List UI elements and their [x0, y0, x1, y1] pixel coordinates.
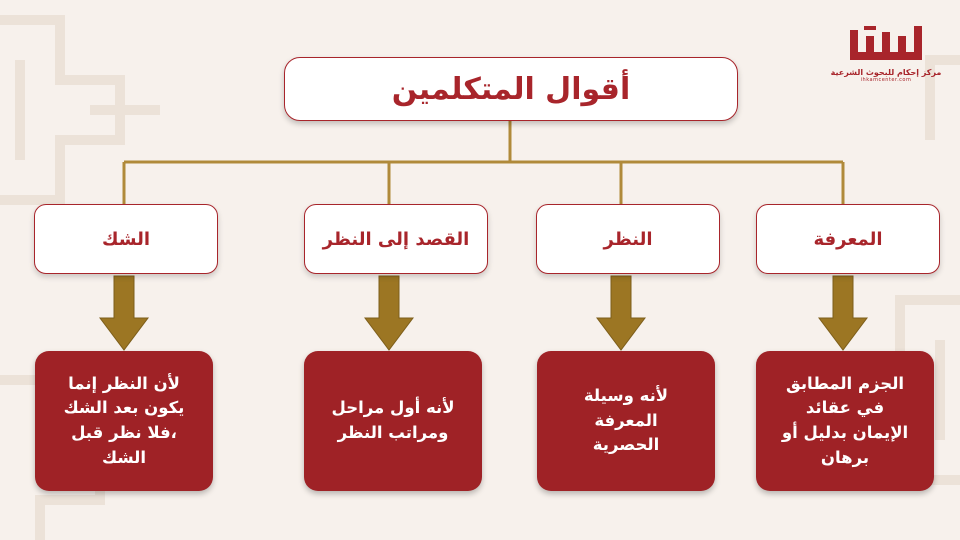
definition-box-intent-to-reason: لأنه أول مراحل ومراتب النظر: [304, 351, 482, 491]
definition-box-doubt: لأن النظر إنما يكون بعد الشك ،فلا نظر قب…: [35, 351, 213, 491]
down-arrow-4: [99, 275, 149, 351]
definition-line: برهان: [820, 447, 870, 467]
definition-line: لأنه أول مراحل: [331, 398, 455, 418]
diagram-title: أقوال المتكلمين: [284, 57, 738, 121]
definition-line: لأن النظر إنما: [68, 373, 180, 393]
definition-box-reasoning: لأنه وسيلة المعرفة الحصرية: [537, 351, 715, 491]
definition-line: ومراتب النظر: [337, 423, 449, 442]
logo-subtitle: مركز إحكام للبحوث الشرعية: [830, 68, 942, 77]
down-arrow-3: [364, 275, 414, 351]
category-box-intent-to-reason: القصد إلى النظر: [304, 204, 488, 274]
definition-line: لأنه وسيلة: [583, 385, 669, 405]
definition-line: في عقائد: [805, 398, 885, 418]
definition-box-knowledge: الجزم المطابق في عقائد الإيمان بدليل أو …: [756, 351, 934, 491]
definition-line: الجزم المطابق: [785, 373, 905, 393]
category-box-reasoning: النظر: [536, 204, 720, 274]
definition-line: الحصرية: [592, 435, 660, 455]
ihkam-logo-icon: [850, 26, 922, 60]
definition-line: الإيمان بدليل أو: [781, 423, 909, 442]
definition-line: المعرفة: [594, 410, 658, 430]
category-box-knowledge: المعرفة: [756, 204, 940, 274]
logo-tagline: ihkamcenter.com: [860, 77, 912, 83]
definition-line: ،فلا نظر قبل: [71, 423, 177, 442]
definition-line: يكون بعد الشك: [63, 398, 185, 418]
down-arrow-1: [818, 275, 868, 351]
category-box-doubt: الشك: [34, 204, 218, 274]
definition-line: الشك: [102, 447, 147, 467]
ihkam-logo: مركز إحكام للبحوث الشرعية ihkamcenter.co…: [831, 22, 941, 92]
down-arrow-2: [596, 275, 646, 351]
